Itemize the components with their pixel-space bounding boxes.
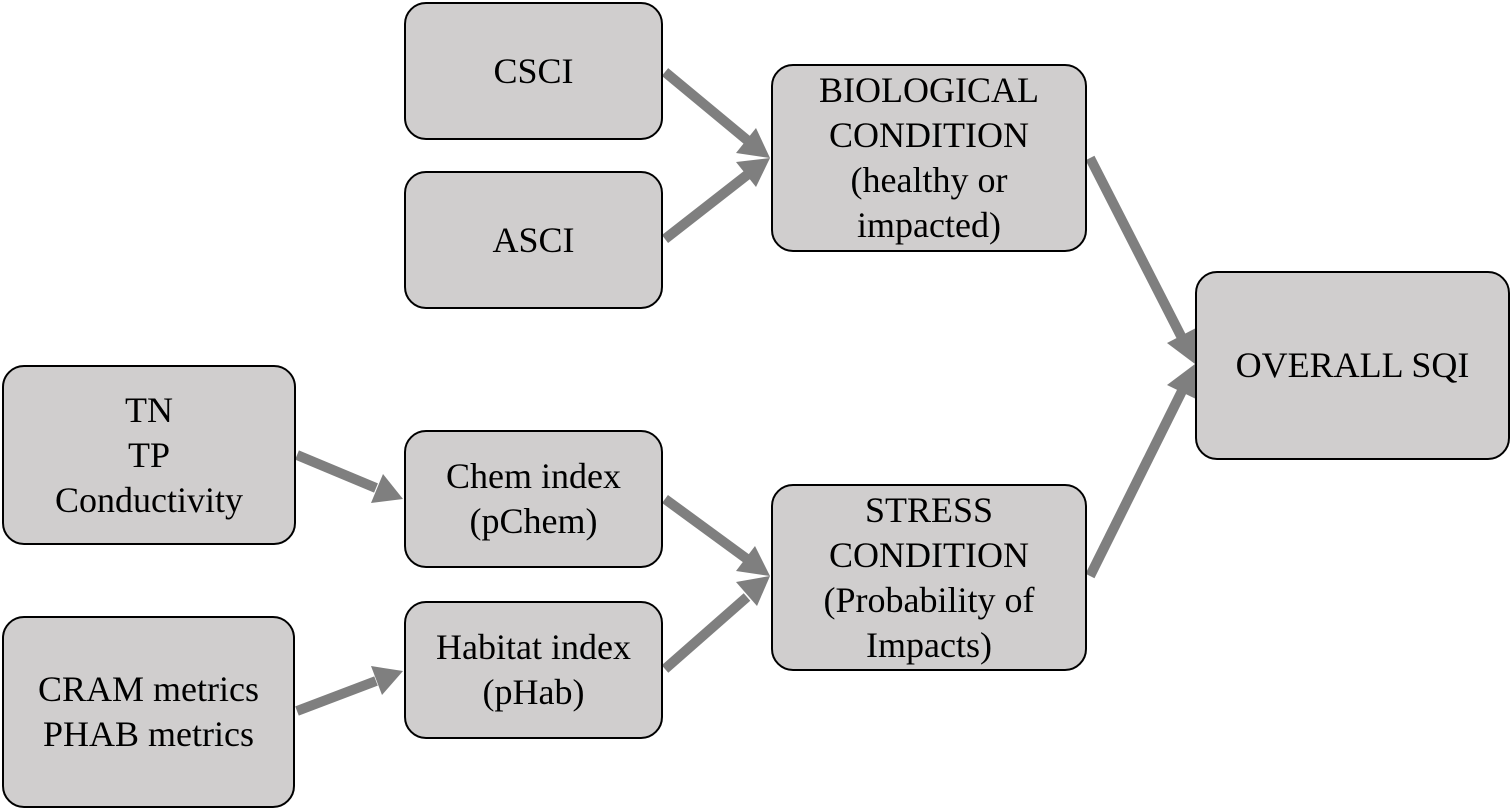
nutrients-box: TN TP Conductivity bbox=[2, 365, 296, 545]
overall-sqi-box: OVERALL SQI bbox=[1195, 271, 1510, 460]
stress-line-1: STRESS bbox=[864, 489, 994, 530]
arrow-head bbox=[1167, 328, 1196, 364]
biological-condition-box: BIOLOGICAL CONDITION (healthy or impacte… bbox=[771, 64, 1087, 252]
overall-sqi-label: OVERALL SQI bbox=[1235, 345, 1470, 385]
stress-condition-box: STRESS CONDITION (Probability of Impacts… bbox=[771, 484, 1087, 671]
asci-label: ASCI bbox=[492, 219, 575, 260]
nutrients-line-1: TN bbox=[125, 389, 173, 430]
arrow-stress-to-overall bbox=[1085, 388, 1187, 579]
chem-line-2: (pChem) bbox=[469, 501, 598, 541]
arrow-head bbox=[1167, 364, 1196, 399]
csci-box: CSCI bbox=[404, 2, 663, 140]
arrow-head bbox=[736, 158, 770, 187]
arrow-habitat-to-stress bbox=[661, 593, 751, 673]
arrow-biological-to-overall bbox=[1085, 155, 1187, 341]
nutrients-line-2: TP bbox=[127, 434, 170, 475]
metrics-line-1: CRAM metrics bbox=[38, 669, 259, 709]
habitat-index-box: Habitat index (pHab) bbox=[404, 601, 663, 739]
biological-line-1: BIOLOGICAL bbox=[819, 70, 1039, 110]
chem-line-1: Chem index bbox=[446, 456, 621, 496]
csci-label: CSCI bbox=[493, 50, 574, 91]
chem-index-box: Chem index (pChem) bbox=[404, 430, 663, 568]
arrow-head bbox=[736, 546, 770, 576]
arrow-asci-to-biological bbox=[661, 171, 751, 243]
biological-line-2: CONDITION bbox=[829, 115, 1029, 155]
nutrients-line-3: Conductivity bbox=[55, 479, 243, 520]
arrow-csci-to-biological bbox=[661, 68, 751, 144]
habitat-line-1: Habitat index bbox=[436, 627, 631, 667]
arrow-head bbox=[371, 666, 403, 695]
arrow-head bbox=[736, 576, 770, 606]
habitat-line-2: (pHab) bbox=[482, 672, 585, 712]
metrics-box: CRAM metrics PHAB metrics bbox=[2, 616, 295, 808]
biological-line-3: (healthy or bbox=[850, 160, 1008, 200]
stress-line-2: CONDITION bbox=[829, 534, 1029, 575]
biological-line-4: impacted) bbox=[857, 205, 1001, 245]
metrics-line-2: PHAB metrics bbox=[43, 714, 254, 754]
arrow-chem-to-stress bbox=[662, 494, 750, 564]
arrow-head bbox=[736, 128, 770, 158]
asci-box: ASCI bbox=[404, 171, 663, 309]
stress-line-3: (Probability of bbox=[823, 579, 1035, 620]
arrow-nutrients-to-chem bbox=[295, 450, 378, 493]
arrow-metrics-to-habitat bbox=[295, 676, 378, 716]
stress-line-4: Impacts) bbox=[866, 624, 992, 665]
arrow-head bbox=[371, 474, 403, 503]
